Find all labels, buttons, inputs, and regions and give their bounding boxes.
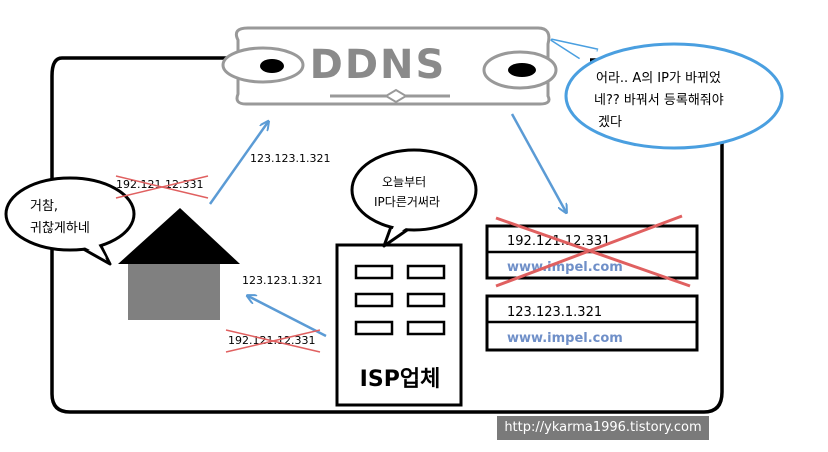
new-ip-house-to-ddns: 123.123.1.321 (250, 152, 330, 165)
new-ip-isp-to-house: 123.123.1.321 (242, 274, 322, 287)
record-old-domain: www.impel.com (507, 260, 623, 275)
arrow-isp-to-house (248, 296, 327, 338)
ddns-bubble-line2: 네?? 바꿔서 등록해줘야 (594, 93, 724, 108)
ddns-title: DDNS (310, 42, 447, 88)
isp-label: ISP업체 (360, 367, 441, 392)
house-icon (118, 208, 240, 320)
ddns-bubble-line1: 어라.. A의 IP가 바뀌었 (596, 71, 721, 86)
arrow-ddns-to-records (510, 113, 566, 212)
dns-record-new: 123.123.1.321 www.impel.com (485, 294, 699, 352)
isp-bubble-line2: IP다른거써라 (374, 195, 440, 209)
record-new-ip: 123.123.1.321 (507, 305, 602, 320)
house-bubble-line1: 거참, (30, 199, 58, 214)
blog-url-watermark: http://ykarma1996.tistory.com (497, 416, 709, 440)
isp-bubble-line1: 오늘부터 (382, 175, 426, 189)
record-old-cross-2 (495, 214, 683, 288)
record-new-domain: www.impel.com (507, 331, 623, 346)
ddns-speech-bubble: 어라.. A의 IP가 바뀌었 네?? 바꿔서 등록해줘야 겠다 (550, 38, 784, 150)
isp-speech-bubble: 오늘부터 IP다른거써라 (350, 148, 478, 248)
strike-house-to-ddns (115, 175, 209, 199)
house-bubble-line2: 귀찮게하네 (30, 221, 90, 236)
dns-record-old: 192.121.12.331 www.impel.com (485, 214, 699, 288)
strike-isp-to-house (225, 329, 321, 353)
isp-building: ISP업체 (335, 243, 463, 407)
ddns-bubble-line3: 겠다 (598, 115, 622, 130)
ddns-server: DDNS (221, 26, 558, 106)
arrow-house-to-ddns (208, 122, 268, 205)
house-speech-bubble: 거참, 귀찮게하네 (4, 176, 136, 266)
record-old-cross-1 (495, 216, 691, 288)
